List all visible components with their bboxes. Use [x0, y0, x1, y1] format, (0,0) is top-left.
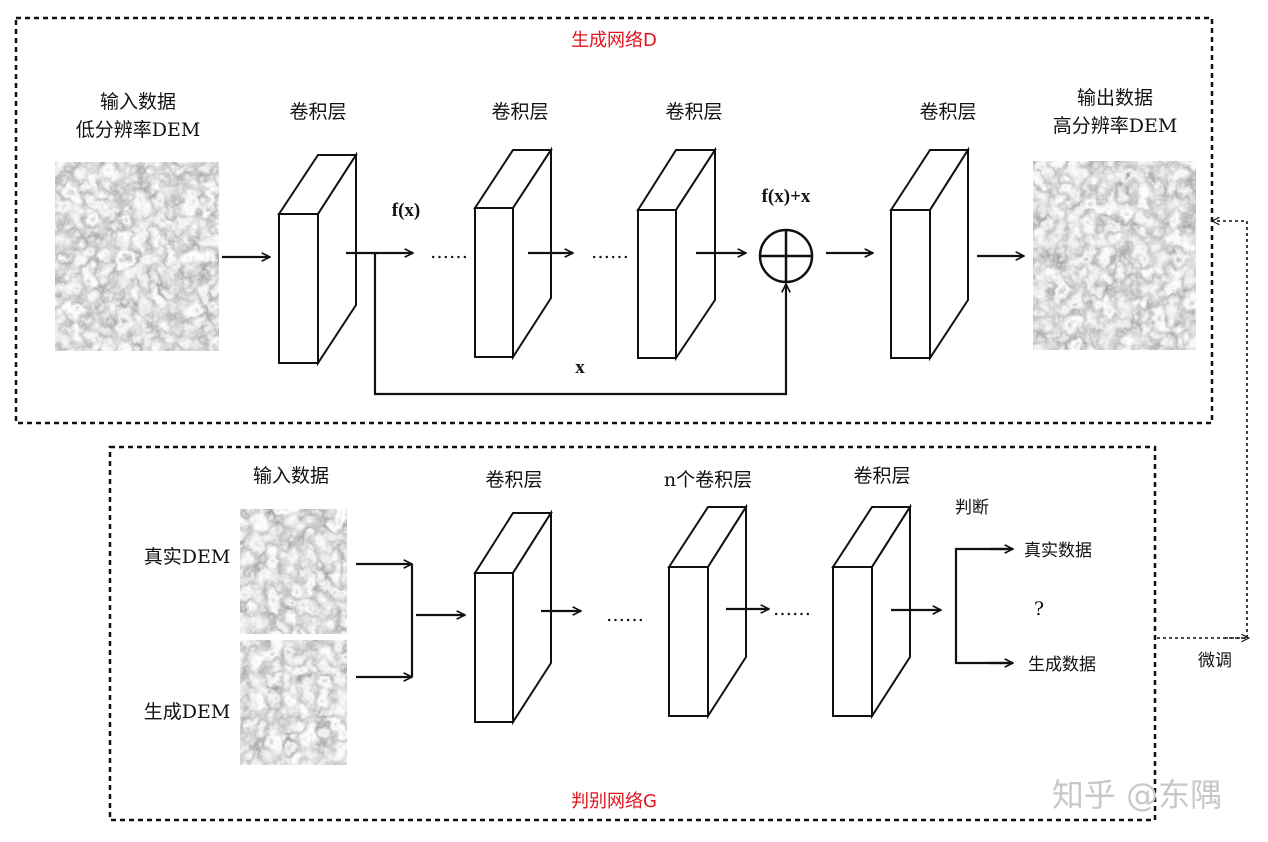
- generator-title: 生成网络D: [571, 30, 657, 51]
- generator-panel: 生成网络D 输入数据 低分辨率DEM 卷积层 f(x) …… 卷积层 …… 卷积…: [14, 16, 1214, 425]
- gen-conv3-label: 卷积层: [665, 101, 722, 123]
- gen-dots-1: ……: [430, 241, 468, 263]
- sum-node: [758, 228, 814, 284]
- disc-conv-last-label: 卷积层: [853, 465, 910, 487]
- gen-data-label: 生成数据: [1028, 655, 1096, 675]
- disc-conv1-label: 卷积层: [485, 469, 542, 491]
- gen-output-label-line2: 高分辨率DEM: [1053, 115, 1178, 137]
- gen-input-label-line2: 低分辨率DEM: [76, 119, 201, 141]
- gen-dem-label: 生成DEM: [144, 701, 231, 723]
- gen-dots-2: ……: [591, 241, 629, 263]
- question-mark: ?: [1034, 598, 1044, 620]
- watermark: 知乎 @东隅: [1052, 776, 1222, 814]
- disc-conv-block-n: [667, 503, 748, 720]
- gen-conv4-label: 卷积层: [919, 101, 976, 123]
- gen-input-label-line1: 输入数据: [100, 91, 176, 113]
- finetune-feedback-line: [1157, 221, 1248, 639]
- discriminator-panel-border: [108, 445, 1157, 822]
- fx-plus-x-label: f(x)+x: [762, 186, 811, 207]
- skip-connection-line: [373, 253, 786, 396]
- real-dem-image: [240, 509, 347, 634]
- x-label: x: [575, 357, 585, 378]
- discriminator-title: 判别网络G: [571, 791, 657, 812]
- disc-input-label: 输入数据: [253, 465, 329, 487]
- disc-n-conv-label: n个卷积层: [664, 469, 752, 491]
- discriminator-panel: 判别网络G 输入数据 真实DEM 生成DEM 卷积层 …… n个卷积层 ……: [108, 445, 1157, 822]
- disc-conv-block-1: [473, 509, 553, 726]
- disc-dots-2: ……: [773, 598, 811, 620]
- real-data-label: 真实数据: [1024, 541, 1092, 561]
- gen-conv-block-1: [277, 151, 358, 367]
- gen-conv2-label: 卷积层: [491, 101, 548, 123]
- disc-dots-1: ……: [606, 604, 644, 626]
- gen-output-label-line1: 输出数据: [1077, 87, 1153, 109]
- high-res-dem-image: [1033, 161, 1196, 350]
- disc-conv-block-last: [831, 503, 912, 720]
- real-dem-label: 真实DEM: [144, 546, 231, 568]
- gen-conv1-label: 卷积层: [289, 101, 346, 123]
- low-res-dem-image: [55, 162, 219, 351]
- generated-dem-image: [240, 640, 347, 765]
- decision-bracket: [954, 547, 1012, 665]
- judge-label: 判断: [955, 498, 989, 518]
- gen-conv-block-3: [636, 146, 717, 362]
- gen-conv-block-4: [889, 146, 970, 362]
- fx-label: f(x): [392, 200, 420, 221]
- finetune-label: 微调: [1198, 651, 1232, 671]
